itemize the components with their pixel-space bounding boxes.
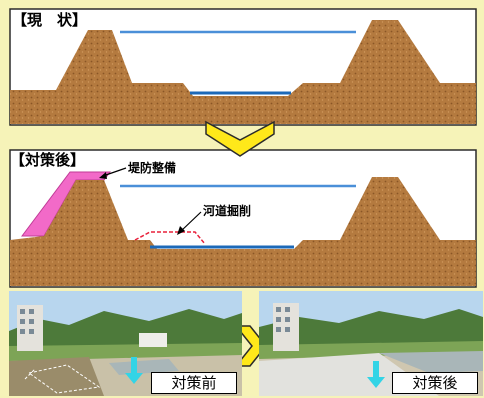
after-photo-scene (259, 291, 483, 396)
after-photo: 対策後 (259, 291, 483, 396)
current-section-label: 【現 状】 (12, 11, 87, 29)
after-section-panel (9, 149, 477, 288)
levee-leader-line (102, 167, 127, 177)
dredging-leader-arrowhead (177, 226, 185, 235)
after-section-label: 【対策後】 (10, 151, 85, 169)
levee-annotation: 堤防整備 (128, 160, 176, 175)
dredging-leader-line (179, 211, 202, 233)
after-ground-profile (10, 177, 476, 286)
after-photo-label: 対策後 (392, 372, 478, 394)
excavation-outline (134, 231, 206, 245)
chevron-down-icon (205, 120, 275, 157)
down-arrow-icon (124, 357, 144, 385)
before-photo-label: 対策前 (151, 372, 237, 394)
dredging-annotation: 河道掘削 (202, 203, 251, 218)
current-ground-profile (10, 20, 476, 124)
down-arrow-icon (366, 361, 386, 389)
current-section-panel (9, 8, 477, 126)
before-photo: 対策前 (9, 291, 242, 396)
levee-leader-arrowhead (99, 172, 107, 179)
current-label-bg (12, 10, 74, 30)
